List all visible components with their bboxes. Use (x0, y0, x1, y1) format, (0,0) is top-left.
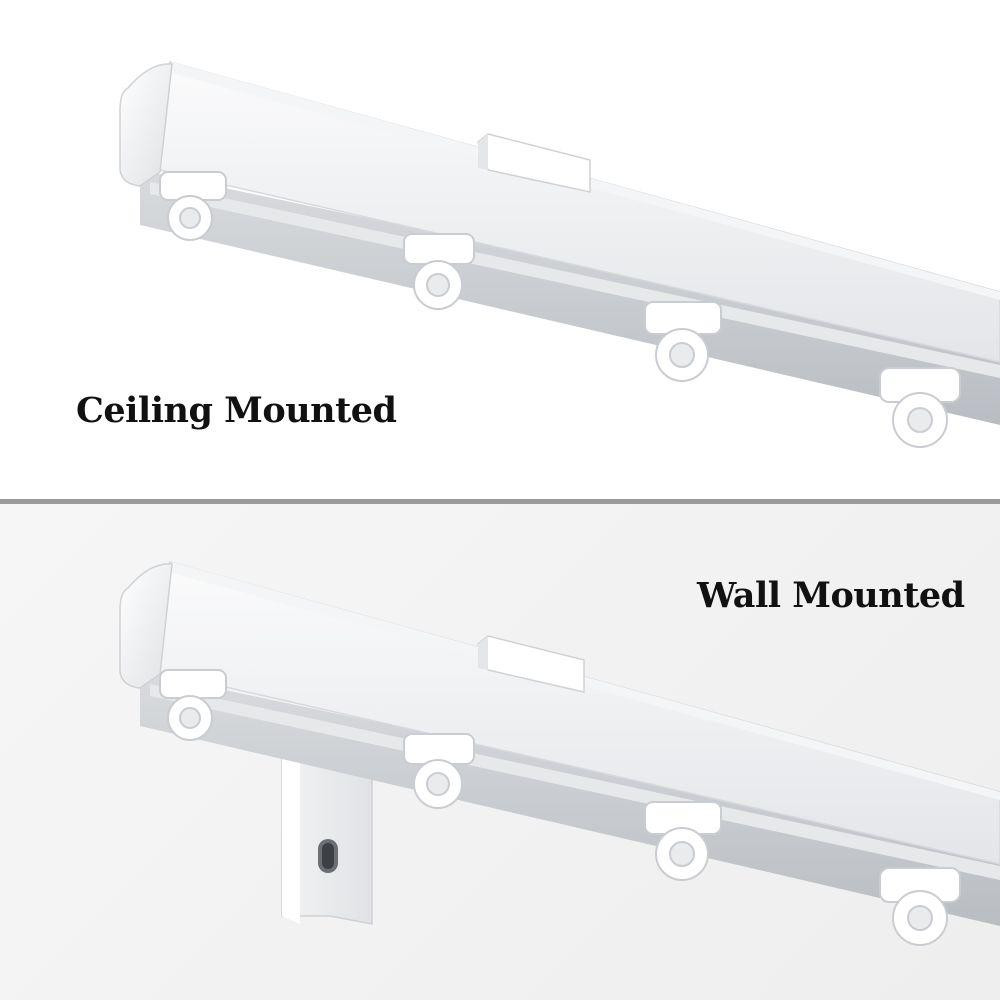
panel-divider (0, 499, 1000, 504)
runner-hook (879, 867, 961, 946)
runner-hook (644, 801, 722, 881)
track-end-cap (119, 563, 173, 689)
runner-hook (403, 233, 475, 310)
stopper-clip (477, 635, 585, 693)
wall-mounted-panel: Wall Mounted (0, 504, 1000, 1000)
runner-hook (159, 171, 227, 241)
runner-hook (159, 669, 227, 741)
ceiling-track-illustration (119, 61, 1000, 448)
ceiling-mounted-panel: Ceiling Mounted (76, 61, 1000, 448)
runner-hook (879, 367, 961, 448)
wall-bracket (281, 731, 373, 925)
runner-hook (644, 301, 722, 382)
wall-mounted-label: Wall Mounted (697, 575, 965, 616)
ceiling-mounted-label: Ceiling Mounted (76, 390, 397, 431)
runner-hook (403, 733, 475, 809)
track-end-cap (119, 63, 173, 187)
stopper-clip (477, 133, 591, 193)
wall-track-illustration (119, 561, 1000, 946)
